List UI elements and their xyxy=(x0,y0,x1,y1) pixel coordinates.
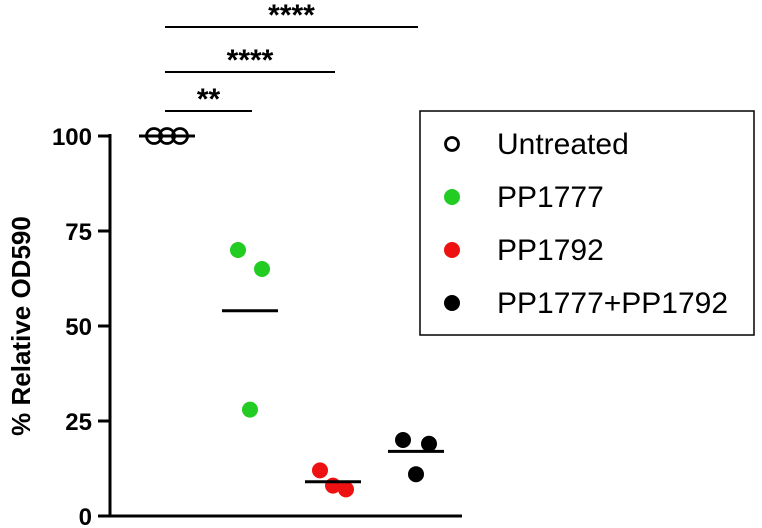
data-point xyxy=(325,477,341,494)
legend-label: Untreated xyxy=(497,128,629,161)
legend-label: PP1777+PP1792 xyxy=(497,287,728,320)
significance-label: ** xyxy=(197,83,221,116)
y-tick-label: 25 xyxy=(65,409,92,436)
data-point xyxy=(408,466,424,483)
legend-label: PP1792 xyxy=(497,234,604,267)
legend-marker xyxy=(444,136,460,152)
data-point xyxy=(242,401,258,418)
data-point xyxy=(338,481,354,498)
legend-label: PP1777 xyxy=(497,181,604,214)
significance-brackets: ********** xyxy=(165,0,418,116)
data-point xyxy=(395,432,411,448)
legend-box xyxy=(419,110,755,336)
y-tick-label: 100 xyxy=(52,124,92,151)
y-tick-label: 75 xyxy=(65,219,92,246)
y-tick-label: 50 xyxy=(65,314,92,341)
significance-label: **** xyxy=(268,0,315,32)
y-axis-label: % Relative OD590 xyxy=(6,216,36,436)
data-point xyxy=(421,435,437,452)
significance-label: **** xyxy=(227,44,274,77)
legend-marker xyxy=(444,242,460,258)
mean-lines xyxy=(139,134,444,484)
data-point xyxy=(312,462,328,479)
legend-marker xyxy=(444,295,460,311)
legend-marker xyxy=(444,189,460,205)
data-point xyxy=(230,242,246,258)
data-point xyxy=(254,261,270,277)
y-tick-label: 0 xyxy=(79,504,92,528)
axes: 0 25 50 75 100 % Relative OD590 xyxy=(6,124,462,528)
data-points xyxy=(145,127,437,498)
